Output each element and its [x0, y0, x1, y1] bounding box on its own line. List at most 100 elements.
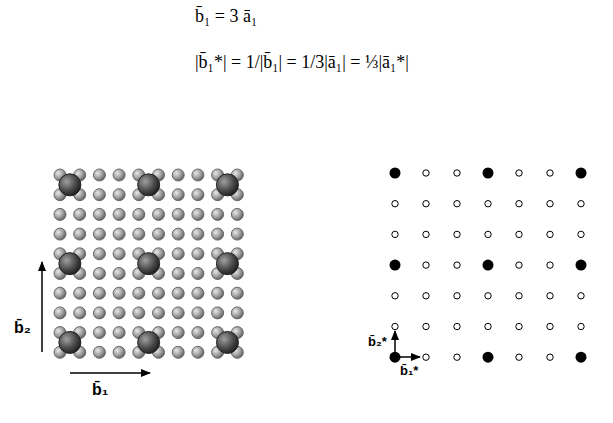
- small-atom: [192, 287, 204, 299]
- main-reflection: [390, 168, 401, 179]
- large-atom: [216, 331, 238, 353]
- small-atom: [231, 208, 243, 220]
- main-reflection: [576, 168, 587, 179]
- small-atom: [93, 189, 105, 201]
- superlattice-reflection: [578, 293, 584, 299]
- superlattice-reflection: [485, 231, 491, 237]
- superlattice-reflection: [516, 231, 522, 237]
- large-atom: [138, 331, 160, 353]
- superlattice-reflection: [485, 201, 491, 207]
- superlattice-reflection: [423, 323, 429, 329]
- small-atom: [153, 307, 165, 319]
- small-atom: [93, 307, 105, 319]
- equation: b̄₁ = 3 ā₁: [195, 6, 257, 28]
- main-reflection: [576, 352, 587, 363]
- small-atom: [74, 228, 86, 240]
- vector-label: b̄₂*: [368, 334, 387, 350]
- small-atom: [113, 307, 125, 319]
- superlattice-reflection: [516, 354, 522, 360]
- small-atom: [113, 189, 125, 201]
- large-atom: [138, 174, 160, 196]
- small-atom: [231, 287, 243, 299]
- superlattice-reflection: [454, 262, 460, 268]
- superlattice-reflection: [423, 170, 429, 176]
- small-atom: [74, 307, 86, 319]
- superlattice-reflection: [547, 231, 553, 237]
- small-atom: [93, 327, 105, 339]
- large-atom: [59, 253, 81, 275]
- superlattice-reflection: [578, 231, 584, 237]
- small-atom: [113, 169, 125, 181]
- large-atom: [59, 174, 81, 196]
- superlattice-reflection: [578, 323, 584, 329]
- small-atom: [172, 287, 184, 299]
- small-atom: [212, 228, 224, 240]
- small-atom: [212, 208, 224, 220]
- vector-label: b̄₁*: [400, 363, 418, 379]
- b1-arrow: [70, 372, 150, 374]
- small-atom: [93, 268, 105, 280]
- superlattice-reflection: [392, 293, 398, 299]
- small-atom: [153, 228, 165, 240]
- small-atom: [172, 189, 184, 201]
- small-atom: [231, 307, 243, 319]
- large-atoms: [59, 174, 239, 354]
- small-atom: [54, 228, 66, 240]
- small-atom: [113, 248, 125, 260]
- small-atom: [74, 287, 86, 299]
- reciprocal-lattice: [390, 168, 587, 363]
- small-atom: [133, 228, 145, 240]
- superlattice-reflection: [485, 293, 491, 299]
- small-atom: [212, 287, 224, 299]
- superlattice-reflection: [516, 293, 522, 299]
- small-atom: [192, 189, 204, 201]
- superlattice-reflection: [454, 170, 460, 176]
- small-atom: [74, 208, 86, 220]
- superlattice-reflection: [547, 201, 553, 207]
- superlattice-reflection: [392, 231, 398, 237]
- superlattice-reflection: [547, 262, 553, 268]
- superlattice-reflection: [454, 323, 460, 329]
- small-atom: [192, 346, 204, 358]
- small-atom: [113, 208, 125, 220]
- small-atom: [54, 208, 66, 220]
- small-atom: [54, 287, 66, 299]
- small-atom: [93, 208, 105, 220]
- small-atom: [212, 307, 224, 319]
- superlattice-reflection: [423, 262, 429, 268]
- b2-arrow: [41, 262, 43, 352]
- superlattice-reflection: [423, 293, 429, 299]
- superlattice-reflection: [392, 201, 398, 207]
- small-atom: [192, 169, 204, 181]
- main-reflection: [483, 168, 494, 179]
- small-atom: [113, 287, 125, 299]
- superlattice-reflection: [547, 323, 553, 329]
- large-atom: [216, 174, 238, 196]
- small-atom: [172, 248, 184, 260]
- superlattice-reflection: [423, 354, 429, 360]
- small-atom: [133, 307, 145, 319]
- small-atom: [93, 228, 105, 240]
- small-atom: [153, 287, 165, 299]
- superlattice-reflection: [516, 201, 522, 207]
- superlattice-reflection: [547, 293, 553, 299]
- vector-label: b̄₂: [14, 318, 31, 337]
- small-atom: [172, 228, 184, 240]
- small-atom: [172, 268, 184, 280]
- small-atom: [153, 208, 165, 220]
- main-reflection: [390, 260, 401, 271]
- superlattice-reflection: [454, 354, 460, 360]
- superlattice-reflection: [516, 262, 522, 268]
- small-atom: [93, 346, 105, 358]
- main-reflection: [483, 352, 494, 363]
- small-atom: [113, 228, 125, 240]
- small-atom: [192, 228, 204, 240]
- small-atom: [231, 228, 243, 240]
- superlattice-reflection: [423, 231, 429, 237]
- small-atom: [172, 346, 184, 358]
- small-atom: [113, 327, 125, 339]
- small-atom: [172, 327, 184, 339]
- superlattice-reflection: [578, 201, 584, 207]
- superlattice-reflection: [547, 170, 553, 176]
- equation: |b̄₁*| = 1/|b̄₁| = 1/3|ā₁| = ⅓|ā₁*|: [195, 52, 409, 74]
